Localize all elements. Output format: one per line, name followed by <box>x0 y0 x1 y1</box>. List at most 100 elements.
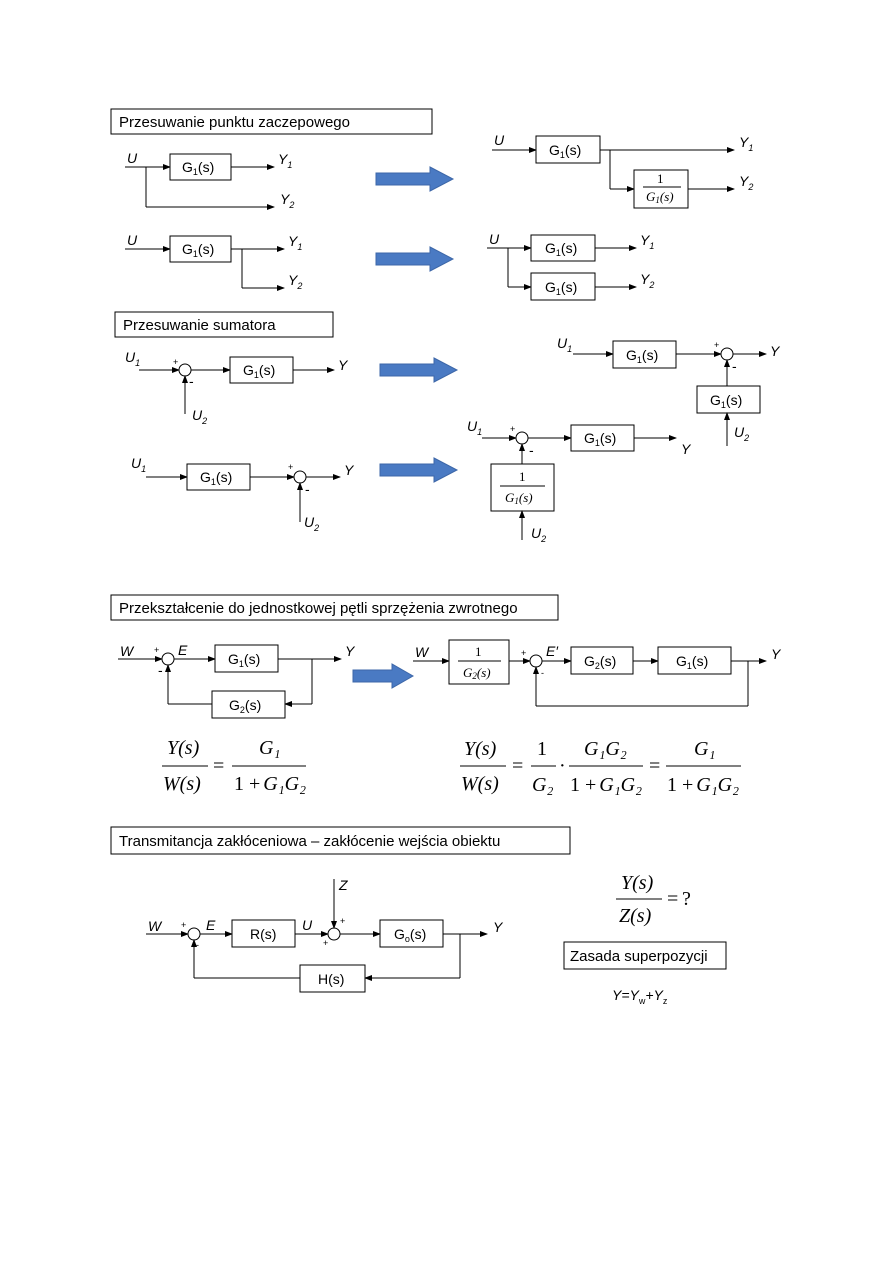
transform-arrow <box>379 357 459 383</box>
section-disturbance-transfer: Transmitancja zakłóceniowa – zakłócenie … <box>110 826 727 1006</box>
block-g1-label: G1(s) <box>626 347 658 365</box>
block-g1-label: G1(s) <box>584 430 616 448</box>
eq-numerator: Y(s) <box>167 737 200 759</box>
plus-sign: + <box>510 424 515 434</box>
block-feedback-h <box>299 964 366 993</box>
block-g2-label: G2(s) <box>584 653 616 671</box>
output-y: Y <box>338 357 349 373</box>
block-g1 <box>214 644 279 673</box>
block-g1 <box>530 234 596 262</box>
fraction-denominator: G1(s) <box>646 189 674 205</box>
superposition-box <box>563 941 727 970</box>
input-label: U <box>494 132 505 148</box>
fraction-numerator: 1 <box>657 171 664 186</box>
eq-sign: = <box>512 755 523 777</box>
error-e: E <box>206 917 216 933</box>
summer-diagram-before-2: U1 G1(s) + - Y U2 <box>131 455 355 533</box>
pickoff-diagram-after-1: U G1(s) Y1 1 G1(s) Y2 <box>492 132 753 209</box>
transform-arrow <box>379 457 459 483</box>
input-label: U <box>127 150 138 166</box>
summing-junction <box>327 927 341 941</box>
section-unit-feedback: Przekształcenie do jednostkowej pętli sp… <box>110 594 782 796</box>
output-y1: Y1 <box>288 233 302 252</box>
output-y2: Y2 <box>288 272 302 291</box>
superposition-formula: Y=Yw+Yz <box>612 987 668 1006</box>
minus-sign: - <box>541 668 544 678</box>
transform-arrow <box>375 166 455 192</box>
section-header: Przesuwanie sumatora <box>123 317 276 334</box>
input-u1: U1 <box>125 349 140 368</box>
block-g1 <box>570 424 635 452</box>
fraction-numerator: 1 <box>475 644 482 659</box>
error-e: E <box>178 642 188 658</box>
block-inverse-g2 <box>448 639 510 685</box>
input-u2: U2 <box>192 407 207 426</box>
summing-junction <box>529 654 543 668</box>
eq-denominator: W(s) <box>461 773 499 795</box>
section-header: Transmitancja zakłóceniowa – zakłócenie … <box>119 833 500 850</box>
fraction-denominator: G2(s) <box>463 665 491 681</box>
eq-numerator: Y(s) <box>621 872 654 894</box>
fraction-numerator: 1 <box>519 469 526 484</box>
output-y2: Y2 <box>739 173 753 192</box>
plus-sign: + <box>714 340 719 350</box>
superposition-label: Zasada superpozycji <box>570 948 708 965</box>
eq-sign: = <box>667 888 678 910</box>
block-g1 <box>169 153 232 181</box>
plus-sign: + <box>181 920 186 930</box>
pickoff-diagram-after-2: U G1(s) Y1 G1(s) Y2 <box>487 231 654 301</box>
eq-numerator: 1 <box>537 738 547 760</box>
block-controller-r <box>231 919 296 948</box>
plus-sign: + <box>323 938 328 948</box>
plus-sign: + <box>521 648 526 658</box>
output-y1: Y1 <box>640 232 654 251</box>
plus-sign: + <box>173 357 178 367</box>
block-g1-label: G1(s) <box>676 653 708 671</box>
eq-unknown: ? <box>682 888 691 910</box>
eq-denominator: Z(s) <box>619 905 652 927</box>
block-g1-label: G1(s) <box>545 279 577 297</box>
input-w: W <box>415 644 430 660</box>
section-move-pickoff: Przesuwanie punktu zaczepowego U G1(s) Y… <box>110 108 753 301</box>
block-g1-label: G1(s) <box>182 159 214 177</box>
block-h-label: H(s) <box>318 971 344 987</box>
block-g1-label: G1(s) <box>549 142 581 160</box>
eq-denominator: 1 +G₁G₂ <box>234 773 306 795</box>
block-inverse-g1 <box>490 463 555 512</box>
block-g1-label: G1(s) <box>200 469 232 487</box>
section-move-summer: Przesuwanie sumatora U1 + - G1(s) Y U2 U… <box>114 311 781 544</box>
block-g2-label: G2(s) <box>229 697 261 715</box>
disturbance-diagram: W + - E R(s) U + + Z Go(s) Y H(s) <box>146 877 504 993</box>
block-plant-go <box>379 919 444 948</box>
output-y1: Y1 <box>278 151 292 170</box>
input-u1: U1 <box>131 455 146 474</box>
input-u2: U2 <box>531 525 546 544</box>
input-label: U <box>489 231 500 247</box>
eq-denominator: 1 +G₁G₂ <box>667 774 739 796</box>
block-r-label: R(s) <box>250 926 276 942</box>
output-y: Y <box>493 919 504 935</box>
minus-sign: - <box>189 373 194 389</box>
section-header: Przesuwanie punktu zaczepowego <box>119 114 350 131</box>
transform-arrow <box>352 663 415 689</box>
output-y1: Y1 <box>739 134 753 153</box>
output-y: Y <box>771 646 782 662</box>
summing-junction <box>161 652 175 666</box>
summer-diagram-after-2: U1 + - G1(s) Y 1 G1(s) U2 <box>467 418 692 544</box>
eq-numerator: G₁G₂ <box>584 738 627 760</box>
header-box <box>110 108 433 135</box>
transfer-equation-right: Y(s) W(s) = 1 G₂ · G₁G₂ 1 +G₁G₂ = G₁ 1 +… <box>460 738 741 796</box>
block-g2 <box>570 646 634 675</box>
output-y2: Y2 <box>640 271 654 290</box>
pickoff-diagram-before-1: U G1(s) Y1 Y2 <box>125 150 294 210</box>
block-g1-label: G1(s) <box>243 362 275 380</box>
transform-arrow <box>375 246 455 272</box>
input-w: W <box>120 643 135 659</box>
block-g1-label: G1(s) <box>545 240 577 258</box>
plus-sign: + <box>288 462 293 472</box>
minus-sign: - <box>196 940 199 950</box>
input-u2: U2 <box>734 424 749 443</box>
eq-denominator: G₂ <box>532 774 553 796</box>
input-label: U <box>127 232 138 248</box>
